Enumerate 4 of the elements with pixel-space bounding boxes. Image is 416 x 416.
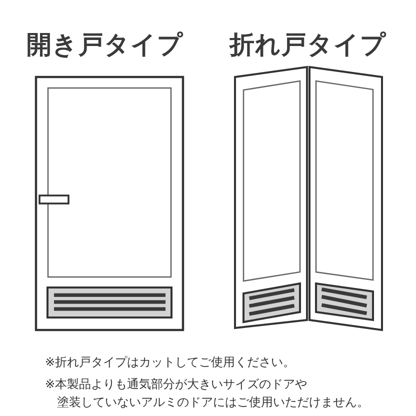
note-text: ※本製品よりも通気部分が大きいサイズのドアや塗装していないアルミのドアにはご使用いただけません。 [45, 376, 370, 411]
heading: 折れ戸タイプ [230, 30, 386, 60]
heading: 開き戸タイプ [26, 30, 184, 60]
note-text: ※折れ戸タイプはカットしてご使用ください。 [45, 354, 296, 371]
